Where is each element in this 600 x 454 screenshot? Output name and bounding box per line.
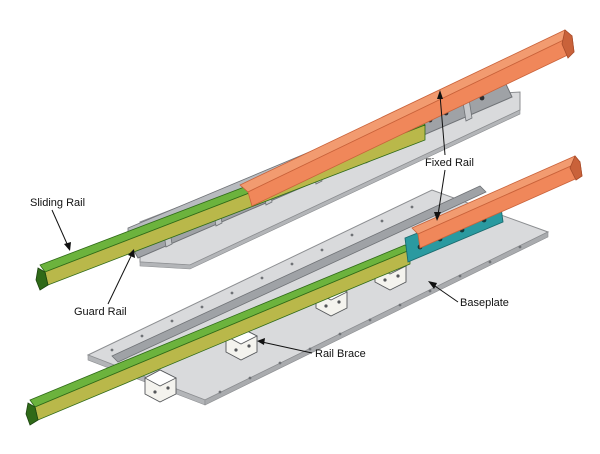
label-guard-rail: Guard Rail xyxy=(74,249,135,318)
sliding-rail-label: Sliding Rail xyxy=(30,197,85,209)
label-fixed-rail: Fixed Rail xyxy=(425,90,474,221)
lower-assembly xyxy=(25,155,583,426)
rail-brace-1 xyxy=(144,369,177,403)
fixed-rail-label: Fixed Rail xyxy=(425,157,474,169)
label-sliding-rail: Sliding Rail xyxy=(30,197,85,251)
guard-rail-label: Guard Rail xyxy=(74,306,127,318)
rail-brace-label: Rail Brace xyxy=(315,348,366,360)
label-rail-brace: Rail Brace xyxy=(257,338,366,360)
lower-guard-rail xyxy=(111,185,487,363)
lower-baseplate-holes xyxy=(110,205,522,394)
upper-assembly xyxy=(35,29,575,291)
label-baseplate: Baseplate xyxy=(428,281,509,309)
baseplate-label: Baseplate xyxy=(460,297,509,309)
